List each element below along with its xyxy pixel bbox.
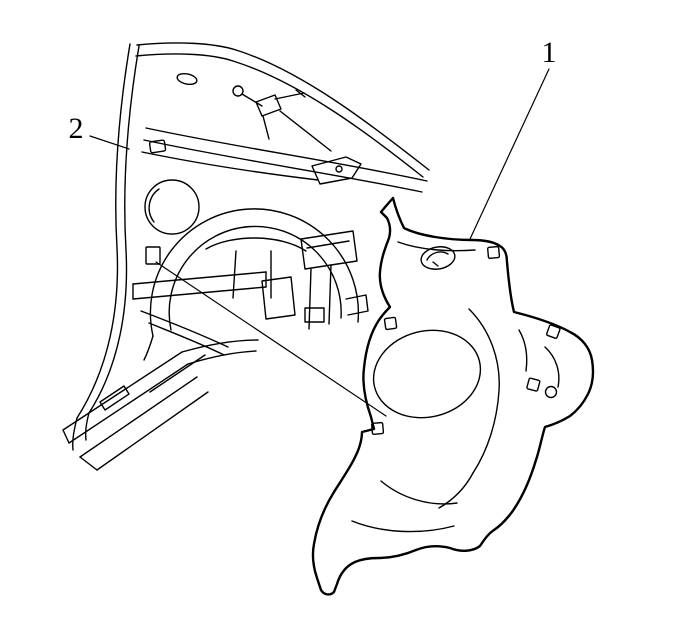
leader-line-2 <box>89 135 130 150</box>
leader-line-1 <box>469 68 550 240</box>
clip-hole-upper <box>148 139 167 154</box>
body-structure-drawing <box>62 42 430 471</box>
upper-bracket <box>311 156 362 185</box>
clip-holes <box>371 245 561 435</box>
pillar-inner-line <box>88 45 140 414</box>
leader-line-long <box>155 261 387 417</box>
access-hole <box>144 179 200 235</box>
wheel-house-arch <box>143 208 360 361</box>
handle-oval <box>420 246 456 270</box>
trim-panel-drawing <box>311 196 595 596</box>
striker-bracket <box>232 85 332 152</box>
grommet-oval <box>176 72 198 86</box>
pillar-outer-line <box>76 43 131 419</box>
trim-panel-outline <box>311 196 595 596</box>
rocker-panel-lines <box>62 339 259 471</box>
fastener-circle <box>544 385 558 399</box>
center-brackets <box>261 230 369 330</box>
clip-hole-rail <box>145 246 161 265</box>
panel-contour-lines <box>351 241 560 533</box>
callout-1-label: 1 <box>541 36 557 69</box>
speaker-opening <box>372 329 482 419</box>
body-rail <box>132 246 267 356</box>
roof-rail-lines <box>135 42 430 193</box>
callout-2-label: 2 <box>68 112 84 145</box>
